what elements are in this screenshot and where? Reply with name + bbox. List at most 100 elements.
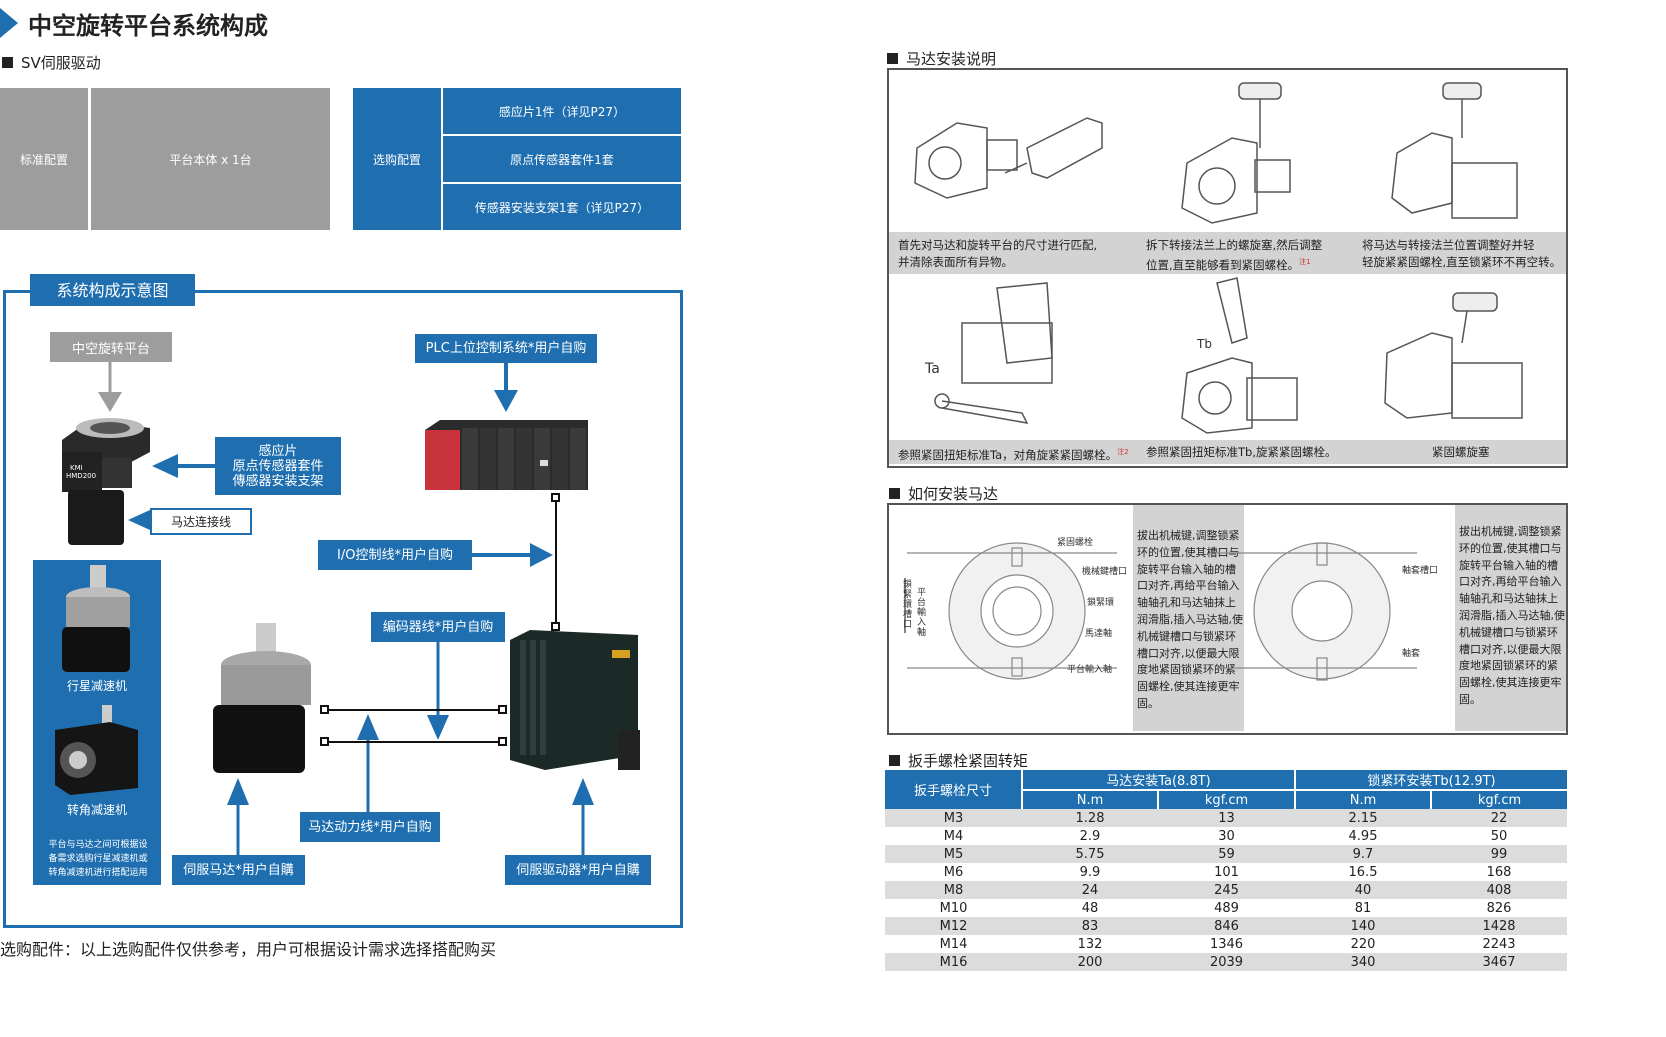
subcol-lock-nm: N.m [1295, 790, 1432, 809]
optional-item-origin-sensor: 原点传感器套件1套 [443, 136, 681, 182]
label-platform-input-shaft: 平台輸入軸 [1067, 663, 1112, 675]
table-cell: 140 [1350, 918, 1376, 934]
plc-image [425, 420, 588, 490]
col-group-lock: 锁紧环安装Tb(12.9T) [1295, 770, 1567, 791]
header-arrow-icon [0, 8, 18, 38]
table-cell: 4.95 [1348, 828, 1378, 844]
motor-install-heading: 马达安装说明 [887, 48, 996, 69]
reducer-note-line2: 备需求选购行星减速机或 [48, 854, 148, 864]
table-cell: 132 [1077, 936, 1103, 952]
sv-section-heading: SV伺服驱动 [2, 52, 101, 73]
planetary-reducer-image [62, 565, 130, 672]
subcol-motor-kgf: kgf.cm [1158, 790, 1296, 809]
how-install-text-right-bg [1455, 505, 1566, 731]
table-row: M3 1.28 13 2.15 22 [885, 809, 1567, 827]
sensor-label-line1: 感应片 [258, 443, 298, 459]
table-cell: 826 [1486, 900, 1512, 916]
rotary-platform-image: KMI HMD200 [62, 418, 150, 545]
vertical-label-lock-slot: 鎖緊環槽口 [903, 580, 913, 630]
optional-item-sensor-plate: 感应片1件（详见P27） [443, 88, 681, 134]
table-cell: 220 [1350, 936, 1376, 952]
caption-step2-line1: 拆下转接法兰上的螺旋塞,然后调整 [1146, 238, 1323, 252]
caption-band-bottom [889, 440, 1566, 464]
how-install-text-left-bg [1133, 505, 1244, 731]
motor-install-title: 马达安装说明 [906, 50, 997, 68]
col-group-motor: 马达安装Ta(8.8T) [1022, 770, 1296, 791]
optional-config-label: 选购配置 [353, 88, 441, 230]
servo-driver-image [510, 630, 640, 770]
table-cell: 200 [1077, 954, 1103, 970]
caption-step1-line2: 并清除表面所有异物。 [898, 255, 1013, 269]
table-cell: 2.15 [1348, 810, 1378, 826]
table-cell: M10 [939, 900, 968, 916]
footer-note: 选购配件：以上选购配件仅供参考，用户可根据设计需求选择搭配购买 [0, 940, 497, 959]
table-cell: 13 [1218, 810, 1235, 826]
table-cell: M12 [939, 918, 968, 934]
table-cell: 48 [1081, 900, 1099, 916]
page-title: 中空旋转平台系统构成 [28, 11, 268, 40]
caption-step5: 参照紧固扭矩标准Tb,旋紧紧固螺栓。 [1146, 445, 1337, 459]
table-cell: 16.5 [1348, 864, 1378, 880]
platform-label: 中空旋转平台 [50, 332, 172, 362]
table-row: M10 48 489 81 826 [885, 899, 1567, 917]
table-cell: 2039 [1209, 954, 1244, 970]
diagram-graphics: KMI HMD200 [33, 362, 640, 885]
table-cell: 22 [1490, 810, 1508, 826]
reducer-note-line3: 转角减速机进行搭配运用 [48, 868, 148, 878]
table-cell: 489 [1214, 900, 1239, 916]
svg-text:HMD200: HMD200 [66, 472, 96, 480]
table-cell: 50 [1490, 828, 1508, 844]
bullet-square-icon [2, 57, 13, 68]
encoder-cable-label: 编码器线*用户自购 [371, 612, 505, 642]
table-cell: 1428 [1482, 918, 1516, 934]
diagram-title: 系统构成示意图 [30, 274, 195, 306]
sensor-label-line2: 原点传感器套件 [232, 458, 324, 474]
table-cell: 40 [1354, 882, 1372, 898]
table-cell: 9.9 [1079, 864, 1101, 880]
table-cell: 340 [1350, 954, 1376, 970]
power-cable-label: 马达动力线*用户自购 [300, 812, 440, 842]
bullet-square-icon [887, 53, 898, 64]
label-sleeve-slot: 軸套槽口 [1402, 564, 1438, 576]
ta-label: Ta [924, 361, 940, 377]
how-install-illustrations: 紧固螺栓 機械鍵槽口 鎖緊環 馬達軸 平台輸入軸 軸套槽口 軸套 [904, 536, 1438, 681]
caption-step1-line1: 首先对马达和旋转平台的尺寸进行匹配, [898, 238, 1098, 252]
table-cell: 24 [1081, 882, 1099, 898]
table-cell: 59 [1218, 846, 1235, 862]
caption-step1: 首先对马达和旋转平台的尺寸进行匹配, 并清除表面所有异物。 [898, 237, 1097, 271]
sensor-label-line3: 傳感器安装支架 [232, 473, 324, 489]
table-cell: 846 [1214, 918, 1239, 934]
tb-label: Tb [1196, 337, 1212, 351]
table-cell: 1.28 [1075, 810, 1105, 826]
table-cell: M4 [943, 828, 964, 844]
caption-step3: 将马达与转接法兰位置调整好并轻 轻旋紧紧固螺栓,直至锁紧环不再空转。 [1362, 237, 1561, 271]
planetary-label: 行星减速机 [66, 679, 127, 693]
label-motor-shaft: 馬達軸 [1085, 627, 1112, 639]
table-cell: M8 [943, 882, 964, 898]
table-cell: 2243 [1482, 936, 1516, 952]
subcol-motor-nm: N.m [1022, 790, 1159, 809]
caption-step4: 参照紧固扭矩标准Ta，对角旋紧紧固螺栓。注2 [898, 444, 1129, 464]
reducer-note-line1: 平台与马达之间可根据设 [48, 840, 148, 850]
table-cell: 9.7 [1352, 846, 1374, 862]
table-row: M8 24 245 40 408 [885, 881, 1567, 899]
table-cell: 3467 [1482, 954, 1516, 970]
page-header: 中空旋转平台系统构成 [0, 8, 268, 40]
table-cell: 101 [1214, 864, 1239, 880]
note-mark-2: 注2 [1117, 448, 1129, 456]
bullet-square-icon [889, 755, 900, 766]
caption-step6: 紧固螺旋塞 [1432, 445, 1490, 459]
right-angle-label: 转角减速机 [66, 803, 127, 817]
note-mark-1: 注1 [1299, 258, 1311, 266]
motor-install-illustrations: Ta Tb [914, 82, 1523, 434]
table-cell: 81 [1354, 900, 1372, 916]
caption-step4-text: 参照紧固扭矩标准Ta，对角旋紧紧固螺栓。 [898, 447, 1118, 462]
table-cell: 408 [1486, 882, 1512, 898]
optional-item-sensor-bracket: 传感器安装支架1套（详见P27） [443, 184, 681, 230]
table-cell: M3 [943, 810, 964, 826]
table-cell: 245 [1214, 882, 1239, 898]
